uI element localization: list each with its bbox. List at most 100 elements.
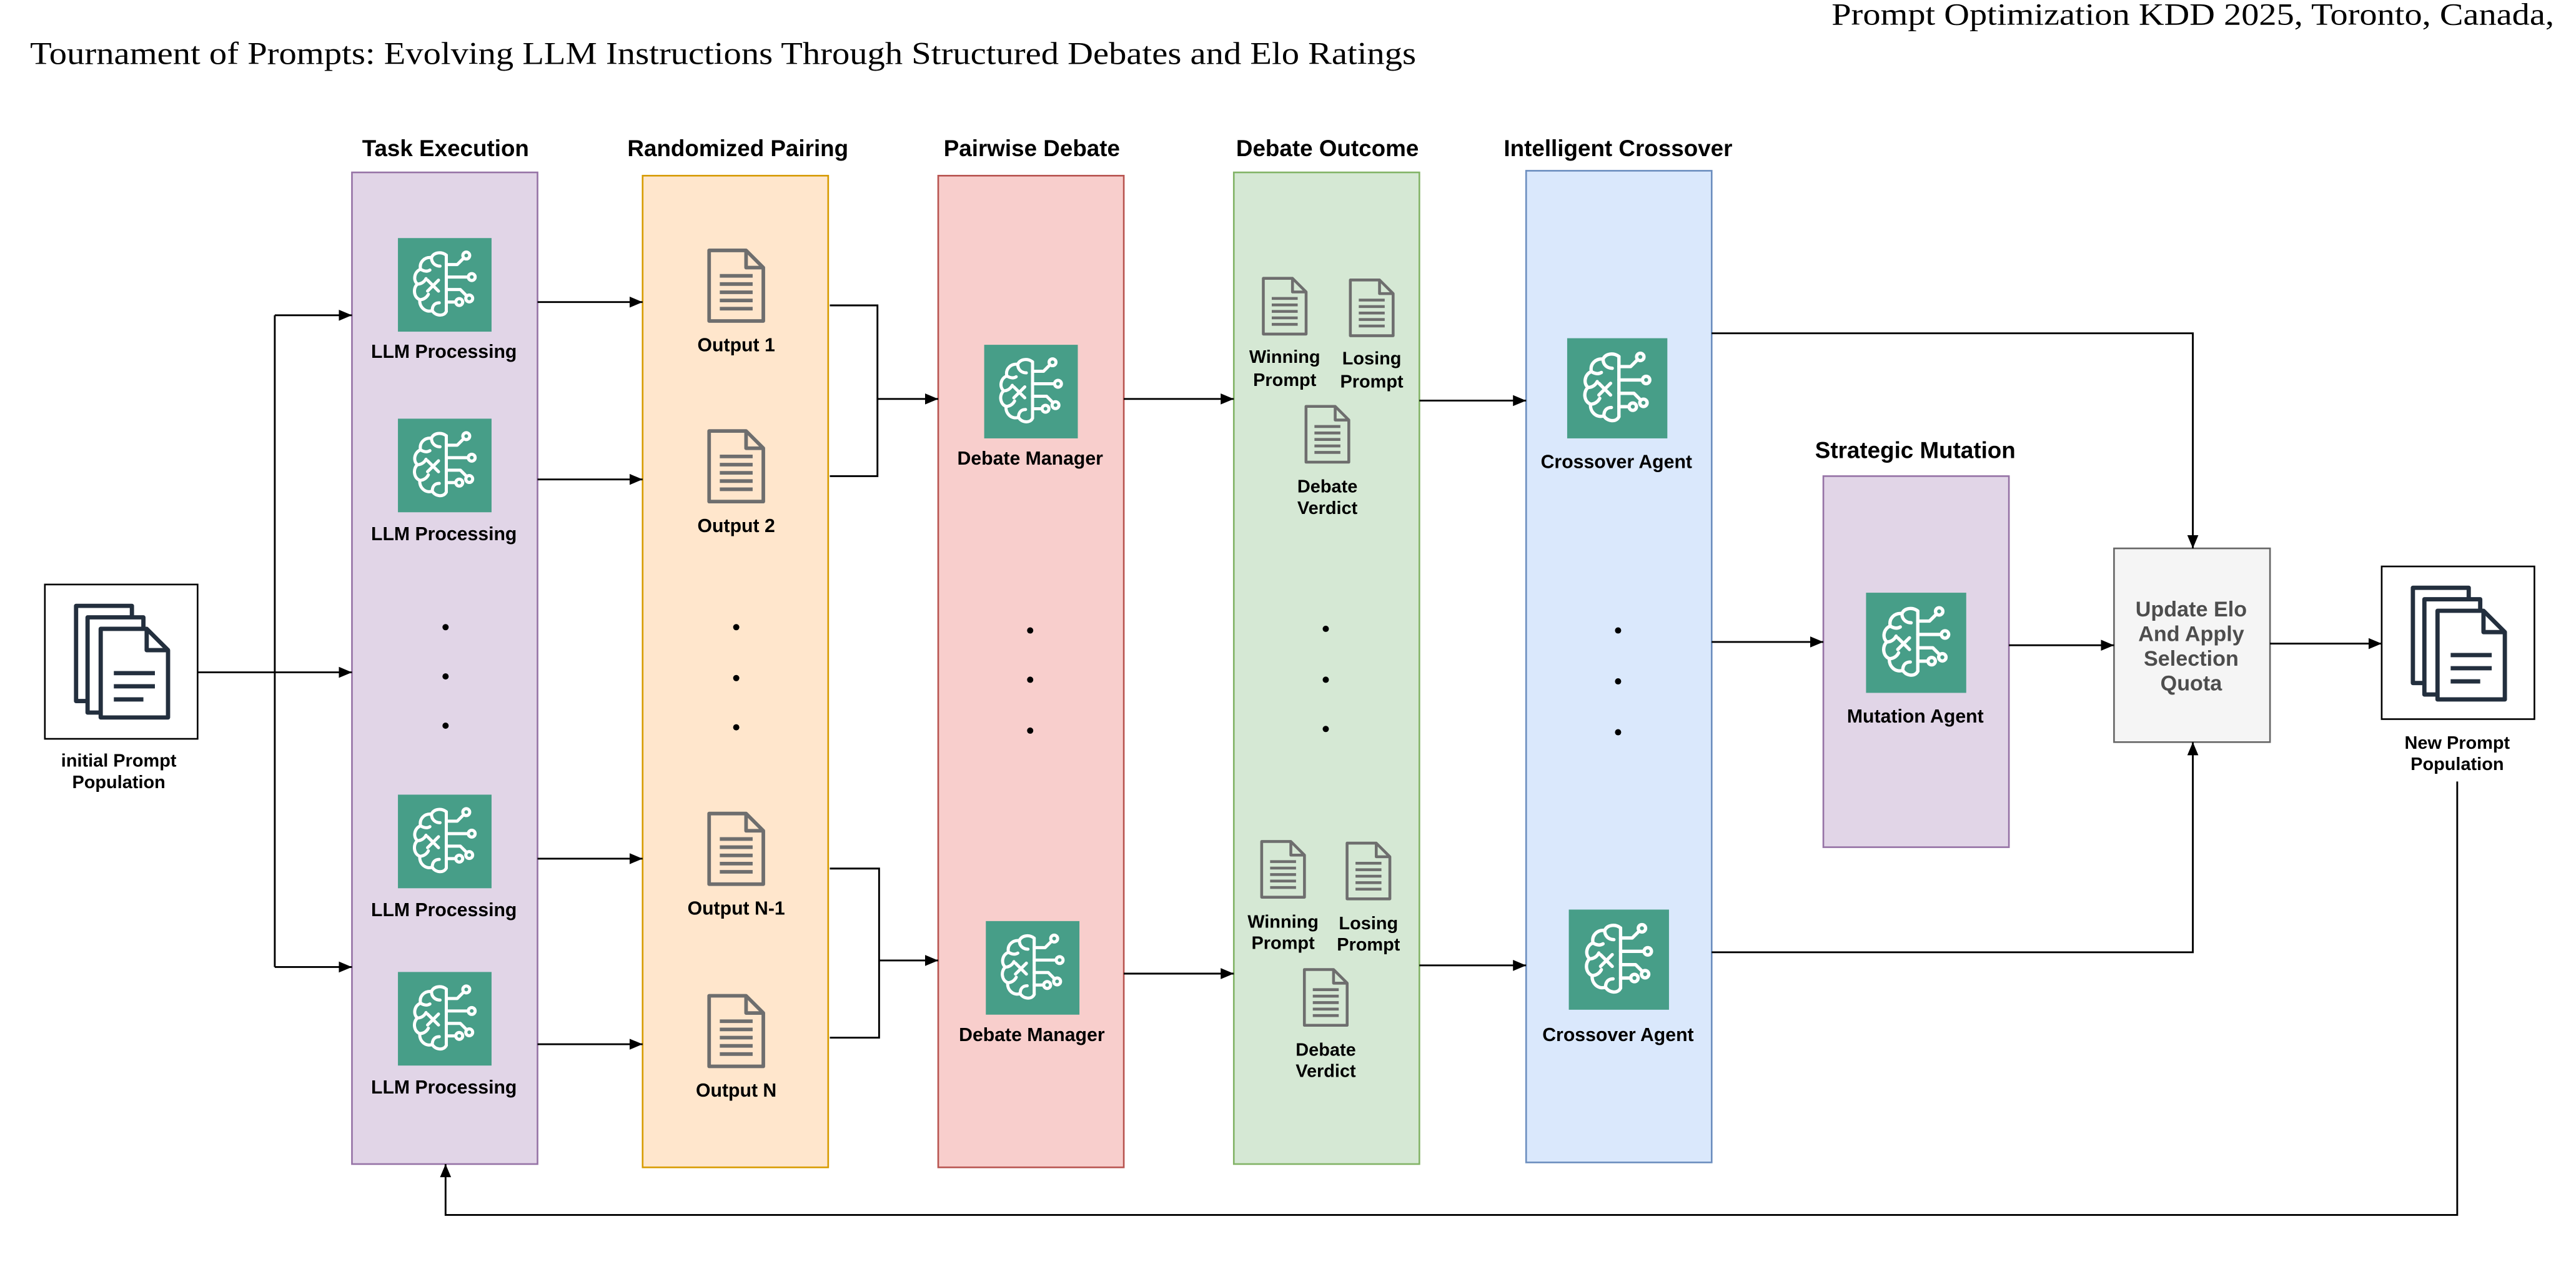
ellipsis-dot xyxy=(1615,729,1622,736)
llm-processing-label: LLM Processing xyxy=(371,342,517,362)
output-label: Output 2 xyxy=(698,516,775,536)
output-label: Output 1 xyxy=(698,335,775,356)
arrow-crossover-to-update-bottom xyxy=(1712,742,2199,954)
debate-verdict-label: Verdict xyxy=(1297,498,1358,518)
stage-panel-randomized-pairing xyxy=(642,174,830,1168)
ellipsis-dot xyxy=(442,673,449,680)
outcome-group: Winning Prompt Losing Prompt Debate Verd… xyxy=(1247,841,1400,1082)
llm-processing-label: LLM Processing xyxy=(371,1077,517,1098)
agent-tile xyxy=(1567,338,1668,438)
stage-task-execution: LLM Processing LLM Processing LLM Proces… xyxy=(371,238,517,1098)
output-node: Output N-1 xyxy=(688,814,785,919)
winning-prompt-node: Winning Prompt xyxy=(1249,279,1320,390)
losing-prompt-label: Prompt xyxy=(1340,372,1404,392)
winning-prompt-label: Prompt xyxy=(1253,370,1317,390)
initial-population-label: initial Prompt xyxy=(61,751,177,771)
new-prompt-population: New Prompt Population xyxy=(2380,565,2535,774)
ellipsis-dot xyxy=(1027,676,1034,683)
stage-title-strategic-mutation: Strategic Mutation xyxy=(1815,437,2016,463)
winning-prompt-label: Winning xyxy=(1249,347,1320,367)
losing-prompt-node: Losing Prompt xyxy=(1337,843,1400,955)
output-node: Output 1 xyxy=(698,250,775,356)
output-node: Output N xyxy=(696,995,776,1101)
update-elo-label: And Apply xyxy=(2138,623,2244,646)
ellipsis-dot xyxy=(1615,627,1622,634)
output-label: Output N xyxy=(696,1080,776,1101)
crossover-agent-node: Crossover Agent xyxy=(1542,909,1694,1045)
llm-processing-node: LLM Processing xyxy=(371,238,517,362)
stage-title-task-execution: Task Execution xyxy=(362,136,529,161)
debate-verdict-node: Debate Verdict xyxy=(1297,407,1358,518)
winning-prompt-label: Winning xyxy=(1247,912,1319,932)
update-elo-label: Selection xyxy=(2144,647,2239,671)
ellipsis-dot xyxy=(733,724,740,731)
ellipsis-dot xyxy=(1027,627,1034,634)
stage-panel-pairwise-debate xyxy=(937,174,1125,1168)
stage-pairwise-debate: Debate Manager Debate Manager xyxy=(958,345,1105,1045)
debate-verdict-label: Debate xyxy=(1297,477,1357,497)
new-population-label: Population xyxy=(2410,754,2504,774)
llm-processing-label: LLM Processing xyxy=(371,900,517,921)
debate-manager-node: Debate Manager xyxy=(958,345,1103,469)
stage-strategic-mutation: Mutation Agent xyxy=(1847,593,1984,727)
debate-manager-label: Debate Manager xyxy=(959,1025,1105,1045)
running-head: Prompt Optimization KDD 2025, Toronto, C… xyxy=(1831,0,2554,31)
ellipsis-dot xyxy=(1322,625,1329,632)
llm-processing-node: LLM Processing xyxy=(371,972,517,1098)
output-node: Output 2 xyxy=(698,431,775,536)
mutation-agent-node: Mutation Agent xyxy=(1847,593,1984,727)
stage-titles: Task Execution Randomized Pairing Pairwi… xyxy=(362,136,2016,463)
debate-verdict-label: Verdict xyxy=(1295,1062,1356,1082)
update-elo-box xyxy=(2113,547,2271,743)
losing-prompt-label: Prompt xyxy=(1337,935,1400,955)
losing-prompt-node: Losing Prompt xyxy=(1340,280,1404,392)
winning-prompt-label: Prompt xyxy=(1252,934,1315,954)
update-elo-label: Quota xyxy=(2161,671,2223,695)
ellipsis-dot xyxy=(733,674,740,681)
debate-verdict-label: Debate xyxy=(1295,1040,1355,1060)
page-header: Prompt Optimization KDD 2025, Toronto, C… xyxy=(30,0,2554,72)
output-label: Output N-1 xyxy=(688,898,785,919)
stage-title-debate-outcome: Debate Outcome xyxy=(1236,136,1419,161)
stage-panel-intelligent-crossover xyxy=(1525,170,1713,1163)
stage-debate-outcome: Winning Prompt Losing Prompt Debate Verd… xyxy=(1247,279,1404,1082)
llm-processing-node: LLM Processing xyxy=(371,418,517,545)
stage-intelligent-crossover: Crossover Agent Crossover Agent xyxy=(1541,338,1694,1045)
stage-randomized-pairing: Output 1 Output 2 Output N-1 Output N xyxy=(688,250,785,1101)
stage-title-pairwise-debate: Pairwise Debate xyxy=(944,136,1120,161)
winning-prompt-node: Winning Prompt xyxy=(1247,841,1319,954)
debate-manager-node: Debate Manager xyxy=(959,921,1105,1045)
arrow-crossover-to-update-top xyxy=(1712,332,2199,549)
connectors xyxy=(197,296,2459,1216)
losing-prompt-label: Losing xyxy=(1342,349,1402,369)
ellipsis-dot xyxy=(733,624,740,631)
ellipsis-dot xyxy=(1322,676,1329,683)
ellipsis-dot xyxy=(1027,727,1034,734)
mutation-agent-label: Mutation Agent xyxy=(1847,706,1984,727)
crossover-agent-label: Crossover Agent xyxy=(1542,1025,1693,1045)
ellipsis-dot xyxy=(442,723,449,729)
llm-processing-node: LLM Processing xyxy=(371,794,517,921)
new-population-label: New Prompt xyxy=(2405,733,2510,753)
ellipsis-dot xyxy=(442,624,449,631)
stage-title-randomized-pairing: Randomized Pairing xyxy=(627,136,848,161)
update-elo-label: Update Elo xyxy=(2136,598,2247,621)
llm-processing-label: LLM Processing xyxy=(371,524,517,545)
paper-title: Tournament of Prompts: Evolving LLM Inst… xyxy=(30,36,1416,72)
crossover-agent-node: Crossover Agent xyxy=(1541,338,1692,472)
update-elo-step: Update Elo And Apply Selection Quota xyxy=(2136,598,2247,695)
debate-verdict-node: Debate Verdict xyxy=(1295,970,1356,1082)
outcome-group: Winning Prompt Losing Prompt Debate Verd… xyxy=(1249,279,1404,518)
crossover-agent-label: Crossover Agent xyxy=(1541,452,1692,472)
stage-title-intelligent-crossover: Intelligent Crossover xyxy=(1503,136,1732,161)
arrow-feedback-loop xyxy=(440,781,2459,1216)
pair-bracket-bottom xyxy=(830,867,880,1039)
stage-panel-debate-outcome xyxy=(1232,171,1420,1165)
initial-prompt-population: initial Prompt Population xyxy=(44,583,199,793)
ellipsis-dot xyxy=(1615,678,1622,685)
losing-prompt-label: Losing xyxy=(1339,914,1398,934)
pair-bracket-top xyxy=(830,304,879,477)
initial-population-label: Population xyxy=(72,773,165,793)
ellipsis-dot xyxy=(1322,726,1329,733)
